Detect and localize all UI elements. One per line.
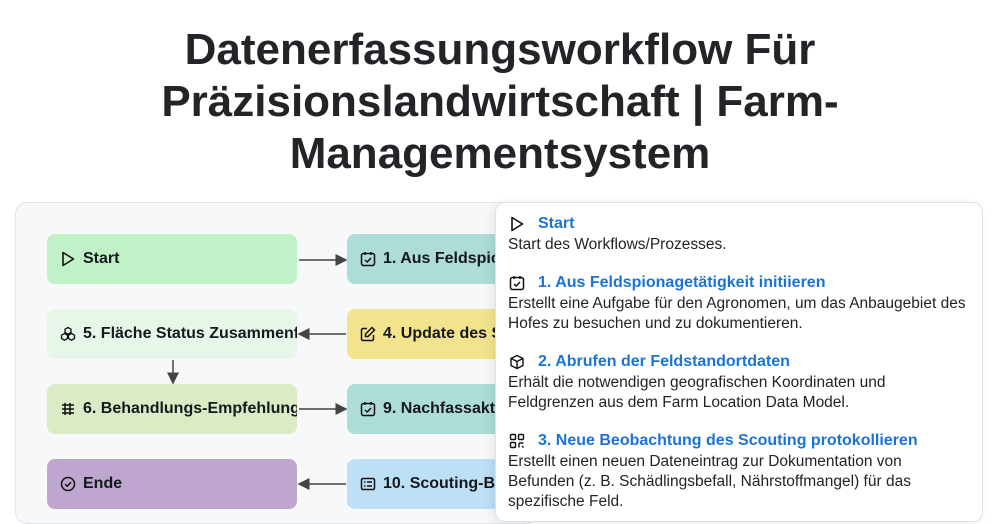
detail-step-title[interactable]: 2. Abrufen der Feldstandortdaten bbox=[538, 353, 790, 370]
play-icon bbox=[59, 250, 77, 268]
detail-step-description: Erstellt eine Aufgabe für den Agronomen,… bbox=[508, 295, 966, 332]
workflow-canvas: Start 1. Aus Feldspionagetätigkeit initi… bbox=[15, 202, 537, 524]
node-label: Start bbox=[83, 250, 120, 267]
cube-icon bbox=[508, 353, 526, 371]
node-label: 5. Fläche Status Zusammenfassen bbox=[83, 325, 297, 342]
boxes-icon bbox=[59, 325, 77, 343]
node-step-6[interactable]: 6. Behandlungs-Empfehlungen bbox=[47, 384, 297, 434]
report-icon bbox=[359, 475, 377, 493]
detail-step-title[interactable]: 3. Neue Beobachtung des Scouting protoko… bbox=[538, 432, 918, 449]
page-title: Datenerfassungsworkflow Für Präzisionsla… bbox=[161, 25, 839, 178]
calendar-check-icon bbox=[359, 400, 377, 418]
node-label: 6. Behandlungs-Empfehlungen bbox=[83, 400, 297, 417]
detail-step-title[interactable]: 1. Aus Feldspionagetätigkeit initiieren bbox=[538, 274, 826, 291]
detail-step-description: Erhält die notwendigen geografischen Koo… bbox=[508, 374, 886, 411]
detail-step-description: Erstellt einen neuen Dateneintrag zur Do… bbox=[508, 453, 911, 510]
calendar-check-icon bbox=[359, 250, 377, 268]
node-label: 9. Nachfassaktion bbox=[383, 400, 520, 417]
node-label: Ende bbox=[83, 475, 123, 492]
qr-icon bbox=[508, 432, 526, 450]
sliders-icon bbox=[59, 400, 77, 418]
play-icon bbox=[508, 215, 526, 233]
check-circle-icon bbox=[59, 475, 77, 493]
detail-step-start: Start Start des Workflows/Prozesses. bbox=[508, 213, 970, 255]
detail-step-1: 1. Aus Feldspionagetätigkeit initiieren … bbox=[508, 272, 970, 334]
detail-step-2: 2. Abrufen der Feldstandortdaten Erhält … bbox=[508, 351, 970, 413]
detail-step-description: Start des Workflows/Prozesses. bbox=[508, 236, 727, 253]
node-end[interactable]: Ende bbox=[47, 459, 297, 509]
edit-icon bbox=[359, 325, 377, 343]
calendar-check-icon bbox=[508, 274, 526, 292]
detail-step-title[interactable]: Start bbox=[538, 215, 575, 232]
node-start[interactable]: Start bbox=[47, 234, 297, 284]
details-panel[interactable]: Start Start des Workflows/Prozesses. 1. … bbox=[495, 202, 983, 522]
connector-layer bbox=[167, 254, 348, 490]
node-step-5[interactable]: 5. Fläche Status Zusammenfassen bbox=[47, 309, 297, 359]
